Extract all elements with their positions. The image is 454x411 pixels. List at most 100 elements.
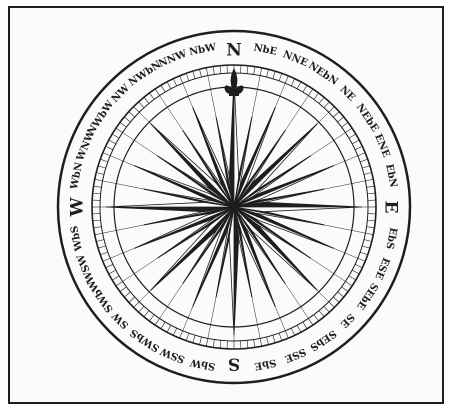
degree-tick bbox=[338, 117, 344, 122]
point-label-se: SE bbox=[338, 311, 357, 330]
point-label-e: E bbox=[381, 201, 401, 214]
degree-tick bbox=[173, 79, 176, 86]
point-label-ene: ENE bbox=[372, 132, 392, 159]
degree-tick bbox=[94, 227, 102, 228]
degree-tick bbox=[349, 276, 356, 280]
degree-tick bbox=[186, 73, 189, 81]
degree-tick bbox=[360, 159, 368, 162]
degree-tick bbox=[319, 97, 324, 103]
point-label-sw: SW bbox=[110, 309, 131, 330]
point-label-wbs: WbS bbox=[69, 225, 85, 253]
degree-tick bbox=[206, 68, 208, 76]
point-label-w: W bbox=[68, 197, 88, 218]
point-label-ese: ESE bbox=[372, 256, 391, 281]
degree-tick bbox=[308, 89, 312, 96]
degree-tick bbox=[116, 281, 123, 285]
degree-tick bbox=[297, 325, 301, 332]
degree-tick bbox=[193, 71, 195, 79]
degree-tick bbox=[254, 340, 255, 348]
point-label-sebe: SEbE bbox=[354, 281, 380, 312]
degree-tick bbox=[161, 85, 165, 92]
degree-tick bbox=[314, 93, 319, 99]
degree-tick bbox=[260, 338, 262, 346]
degree-tick bbox=[155, 89, 159, 96]
degree-tick bbox=[100, 252, 108, 255]
degree-tick bbox=[285, 331, 288, 338]
degree-tick bbox=[291, 79, 294, 86]
degree-tick bbox=[149, 93, 154, 99]
degree-tick bbox=[167, 82, 171, 89]
degree-tick bbox=[109, 140, 116, 144]
degree-tick bbox=[367, 227, 375, 228]
degree-tick bbox=[124, 292, 130, 297]
degree-tick bbox=[355, 146, 362, 149]
degree-tick bbox=[106, 264, 113, 267]
degree-tick bbox=[206, 338, 208, 346]
degree-tick bbox=[364, 172, 372, 174]
degree-tick bbox=[139, 306, 144, 312]
point-label-sebs: SEbS bbox=[308, 327, 338, 352]
degree-tick bbox=[124, 117, 130, 122]
degree-tick bbox=[345, 281, 352, 285]
degree-tick bbox=[106, 146, 113, 149]
degree-tick bbox=[109, 270, 116, 274]
degree-tick bbox=[129, 112, 135, 117]
degree-tick bbox=[139, 102, 144, 108]
degree-tick bbox=[362, 246, 370, 248]
degree-tick bbox=[365, 233, 373, 235]
point-label-ssw: SSW bbox=[158, 345, 186, 365]
degree-tick bbox=[364, 240, 372, 242]
degree-tick bbox=[120, 287, 126, 292]
degree-tick bbox=[98, 246, 106, 248]
degree-tick bbox=[273, 71, 275, 79]
degree-tick bbox=[120, 122, 126, 127]
star-point-light bbox=[151, 124, 234, 207]
point-label-wbn: WbN bbox=[69, 161, 85, 191]
degree-tick bbox=[161, 322, 165, 329]
degree-tick bbox=[254, 67, 255, 75]
degree-tick bbox=[134, 302, 140, 308]
degree-tick bbox=[199, 69, 201, 77]
degree-tick bbox=[362, 166, 370, 168]
degree-tick bbox=[112, 276, 119, 280]
star-point-light bbox=[234, 124, 317, 207]
degree-tick bbox=[96, 172, 104, 174]
point-label-nbw: NbW bbox=[188, 42, 218, 58]
degree-tick bbox=[367, 193, 375, 194]
point-label-nnw: NNW bbox=[157, 48, 189, 70]
point-label-ne: NE bbox=[337, 84, 357, 104]
degree-tick bbox=[94, 186, 102, 187]
point-label-s: S bbox=[228, 354, 240, 374]
degree-tick bbox=[303, 322, 307, 329]
degree-tick bbox=[96, 240, 104, 242]
degree-tick bbox=[291, 328, 294, 335]
center-pin bbox=[232, 205, 237, 210]
degree-tick bbox=[279, 73, 282, 81]
degree-tick bbox=[98, 166, 106, 168]
degree-tick bbox=[358, 153, 365, 156]
degree-tick bbox=[129, 297, 135, 302]
degree-tick bbox=[324, 306, 329, 312]
degree-tick bbox=[155, 318, 159, 325]
degree-tick bbox=[358, 258, 365, 261]
degree-tick bbox=[247, 66, 248, 74]
point-label-swbs: SWbS bbox=[128, 326, 161, 353]
degree-tick bbox=[144, 311, 149, 317]
degree-tick bbox=[93, 220, 101, 221]
degree-tick bbox=[279, 333, 282, 341]
degree-tick bbox=[173, 328, 176, 335]
degree-tick bbox=[247, 340, 248, 348]
degree-tick bbox=[333, 112, 339, 117]
degree-tick bbox=[360, 252, 368, 255]
degree-tick bbox=[349, 134, 356, 138]
degree-tick bbox=[93, 193, 101, 194]
degree-tick bbox=[352, 140, 359, 144]
degree-tick bbox=[345, 128, 352, 132]
point-label-ebs: EbS bbox=[383, 226, 398, 250]
degree-tick bbox=[95, 233, 103, 235]
point-label-n: N bbox=[226, 41, 242, 61]
degree-tick bbox=[308, 318, 312, 325]
degree-tick bbox=[95, 179, 103, 181]
point-label-sbw: SbW bbox=[188, 356, 216, 372]
